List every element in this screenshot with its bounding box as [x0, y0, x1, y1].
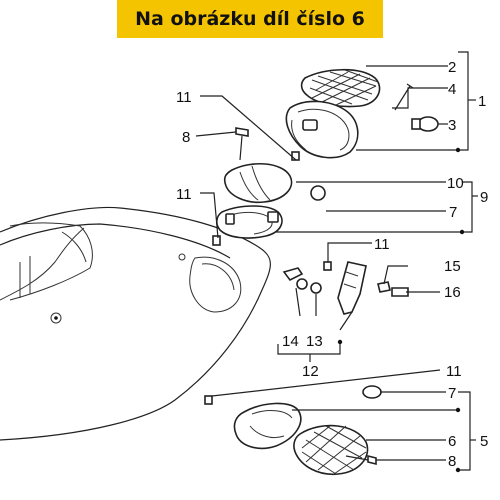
label-6: 6	[448, 433, 456, 450]
part-labels: 2 4 1 3 11 8 11 10 9 7 11 15 16 14 13 12…	[176, 59, 488, 470]
leader-lines	[195, 65, 462, 461]
rear-lens-6	[293, 424, 369, 476]
label-4: 4	[448, 81, 456, 98]
label-15: 15	[444, 258, 461, 275]
label-1: 1	[478, 93, 486, 110]
label-7-b: 7	[448, 385, 456, 402]
group-bracket-1	[455, 51, 476, 153]
label-11-a: 11	[176, 89, 192, 106]
label-11-c: 11	[374, 236, 390, 253]
scooter-body	[0, 206, 271, 441]
page-title: Na obrázku díl číslo 6	[135, 8, 365, 30]
label-14: 14	[282, 333, 299, 350]
label-3: 3	[448, 117, 456, 134]
rear-lens-2	[300, 68, 381, 108]
rear-lamp-housing	[285, 100, 359, 159]
label-8-a: 8	[182, 129, 190, 146]
label-11-d: 11	[446, 363, 462, 380]
lamp-housing-5	[233, 402, 302, 450]
label-7-a: 7	[449, 204, 457, 221]
label-16: 16	[444, 284, 461, 301]
group-bracket-5	[455, 391, 476, 473]
bulb-7-bottom	[362, 385, 382, 399]
label-12: 12	[302, 363, 319, 380]
group-bracket-12	[277, 339, 343, 362]
screw-8-bottom	[345, 454, 377, 466]
label-2: 2	[448, 59, 456, 76]
bulb-7-top	[310, 185, 326, 201]
title-banner: Na obrázku díl číslo 6	[117, 0, 383, 38]
bulb-3	[411, 116, 439, 132]
label-8-b: 8	[448, 453, 456, 470]
label-10: 10	[447, 175, 464, 192]
label-13: 13	[306, 333, 323, 350]
label-5: 5	[480, 433, 488, 450]
clip-11-bottom	[204, 395, 213, 405]
group-bracket-9	[459, 181, 478, 235]
lens-10	[223, 162, 293, 204]
screw-8-top	[235, 127, 249, 161]
label-11-b: 11	[176, 186, 192, 203]
bracket-12	[282, 261, 409, 315]
label-9: 9	[480, 189, 488, 206]
housing-9	[216, 205, 283, 239]
